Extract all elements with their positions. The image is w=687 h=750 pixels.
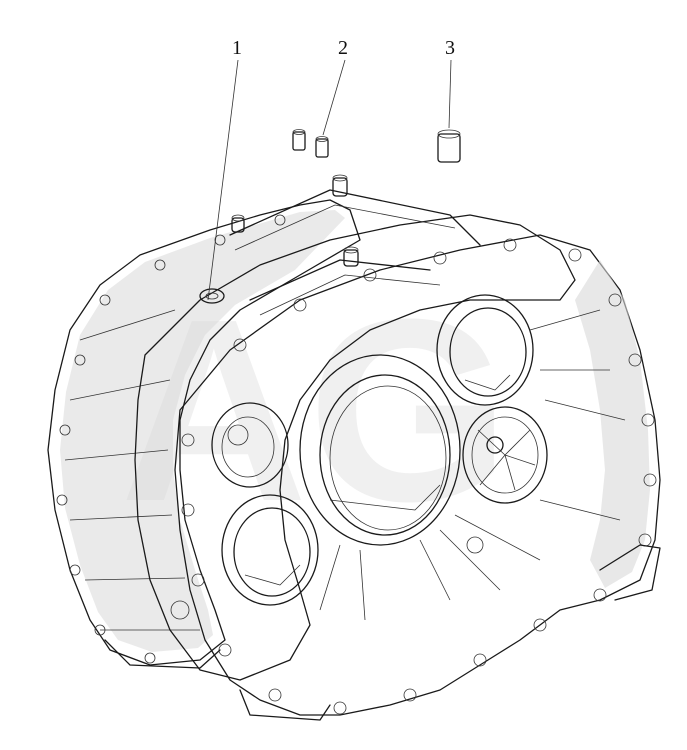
left-upper-bore xyxy=(211,402,289,488)
callout-label: 1 xyxy=(232,37,242,59)
upper-right-bore xyxy=(436,294,534,406)
spoked-bearing-bore xyxy=(462,406,548,504)
main-bearing-bore xyxy=(299,354,461,546)
callout-label: 2 xyxy=(338,37,348,59)
callout-1: 1 xyxy=(207,37,242,301)
part-2-dowels xyxy=(292,129,329,158)
part-3-bushing xyxy=(437,129,461,163)
callout-2: 2 xyxy=(322,37,348,136)
callout-3: 3 xyxy=(445,37,455,129)
housing-dowel-pins xyxy=(199,174,359,304)
lower-left-bore xyxy=(221,494,319,606)
callout-label: 3 xyxy=(445,37,455,59)
flange-bolt-holes xyxy=(56,214,657,715)
transmission-housing xyxy=(47,189,661,721)
